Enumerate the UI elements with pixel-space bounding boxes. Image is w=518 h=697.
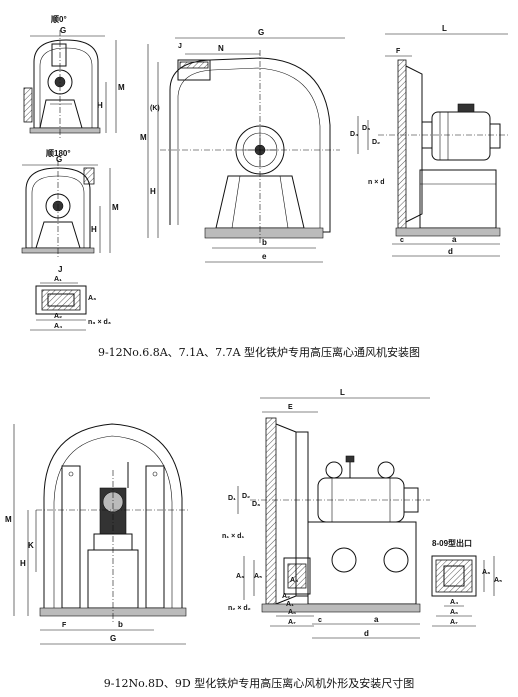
dim-a1-bottom: A₁ — [286, 601, 294, 608]
dim-a4-top: A₄ — [54, 323, 62, 330]
outlet-dim-a5: A₅ — [494, 577, 502, 584]
outlet-dim-a4: A₄ — [450, 599, 458, 606]
dim-a5-bottom: A₅ — [254, 573, 262, 580]
dim-n-d: n × d — [368, 179, 385, 186]
dim-m-main: M — [140, 133, 147, 142]
side-view-bottom: L E D₁ D₂ D₃ n₁ × d₁ n₂ × d₂ A₃ A₅ A₄ A₂… — [222, 388, 430, 639]
dim-h-main: H — [150, 187, 156, 196]
dim-n1-d1: n₁ × d₁ — [222, 533, 244, 540]
dim-d2: D₂ — [372, 139, 380, 146]
dim-n: N — [218, 44, 224, 53]
small-view-rotation-180: 顺180° G M H — [21, 149, 119, 258]
dim-e: e — [262, 252, 267, 261]
dim-c-bottom: c — [318, 617, 322, 624]
dim-j: J — [178, 43, 182, 50]
outlet-detail-8-09: 8-09型出口 A₃ A₅ A₄ A₆ A₇ — [431, 538, 502, 627]
dim-b: b — [262, 238, 267, 247]
dim-g-2: G — [56, 155, 62, 164]
dim-k: (K) — [150, 105, 160, 112]
dim-m-2: M — [112, 203, 119, 212]
dim-n2-d2: n₂ × d₂ — [228, 605, 251, 612]
dim-a6-bottom: A₆ — [288, 609, 296, 616]
dim-g-main: G — [258, 28, 264, 37]
dim-h-2: H — [91, 225, 97, 234]
dim-a3-bottom: A₃ — [236, 573, 244, 580]
dim-f-bottom: F — [62, 622, 67, 629]
dim-d4: D₄ — [350, 131, 358, 138]
small-view-rotation-0: 顺0° G M H — [23, 15, 125, 140]
dim-a-bottom: a — [374, 615, 379, 624]
caption-top: 9-12No.6.8A、7.1A、7.7A 型化铁炉专用高压离心通风机安装图 — [97, 346, 421, 359]
dim-n3-d3: n₃ × d₃ — [88, 319, 111, 326]
dim-d1-bottom: D₁ — [228, 495, 236, 502]
dim-d2-bottom: D₂ — [242, 493, 250, 500]
dim-a2-bottom: A₂ — [282, 593, 290, 600]
dim-d: d — [448, 247, 453, 256]
main-view-top: G J N M (K) H b e — [140, 28, 345, 263]
dim-g-1: G — [60, 26, 66, 35]
view-j-label: J — [58, 265, 62, 274]
dim-k-bottom: K — [28, 541, 34, 550]
dim-c: c — [400, 237, 404, 244]
dim-e-bottom: E — [288, 404, 293, 411]
dim-d3-bottom: D₃ — [252, 501, 260, 508]
outlet-dim-a3: A₃ — [482, 569, 490, 576]
dim-g-bottom: G — [110, 634, 116, 643]
outlet-dim-a6: A₆ — [450, 609, 458, 616]
dim-d3: D₃ — [362, 125, 370, 132]
dim-d-bottom: d — [364, 629, 369, 638]
caption-bottom: 9-12No.8D、9D 型化铁炉专用高压离心风机外形及安装尺寸图 — [103, 677, 415, 690]
outlet-title: 8-09型出口 — [432, 538, 472, 548]
dim-a4-bottom: A₄ — [290, 577, 298, 584]
angle-0-label: 顺0° — [51, 15, 67, 24]
dim-l-bottom: L — [340, 388, 345, 397]
flange-detail-j: J A₁ A₃ A₂ A₄ n₃ × d₃ — [30, 265, 111, 331]
dim-h-1: H — [97, 101, 103, 110]
dim-m-bottom: M — [5, 515, 12, 524]
dim-b-bottom: b — [118, 620, 123, 629]
dim-f: F — [396, 48, 401, 55]
dim-a7-bottom: A₇ — [288, 619, 296, 626]
dim-a1-top: A₁ — [54, 276, 62, 283]
outlet-dim-a7: A₇ — [450, 619, 458, 626]
dim-a3-top: A₃ — [88, 295, 96, 302]
side-view-top: L F D₄ D₃ D₂ n × d c a d — [350, 24, 508, 257]
dim-a: a — [452, 235, 457, 244]
angle-180-label: 顺180° — [46, 149, 71, 158]
dim-a2-top: A₂ — [54, 313, 62, 320]
dim-m-1: M — [118, 83, 125, 92]
dim-l: L — [442, 24, 447, 33]
dim-h-bottom: H — [20, 559, 26, 568]
main-view-bottom: M H K F b G — [5, 423, 190, 645]
